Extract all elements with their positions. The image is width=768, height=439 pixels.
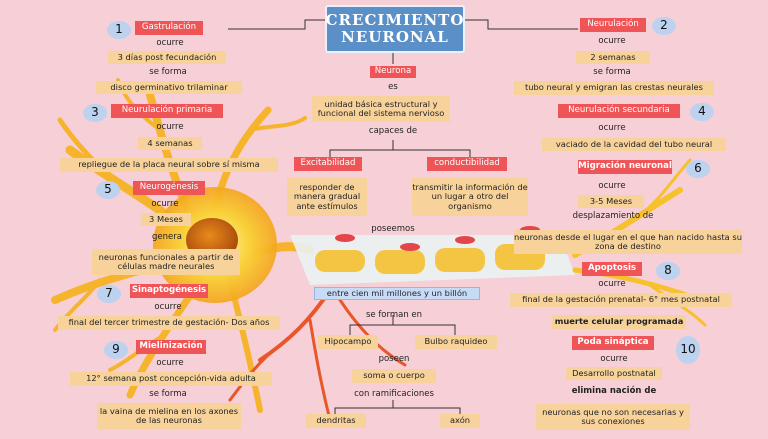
stage-2-se-forma: se forma (593, 66, 631, 77)
stage-4-number: 4 (690, 103, 714, 121)
stage-6-result: neuronas desde el lugar en el que han na… (514, 230, 742, 254)
stage-7-ocurre: ocurre (154, 301, 182, 312)
stage-7-when: final del tercer trimestre de gestación-… (58, 316, 280, 330)
excitabilidad-desc: responder de manera gradual ante estímul… (287, 178, 367, 216)
map-title: CRECIMIENTO NEURONAL (325, 5, 465, 53)
stage-1-result: disco germinativo trilaminar (96, 81, 242, 94)
conductibilidad-desc: transmitir la información de un lugar a … (412, 178, 528, 216)
stage-6-number: 6 (686, 160, 710, 178)
capaces-connector: capaces de (368, 126, 418, 137)
connector-lines (228, 19, 578, 414)
stage-5-name: Neurogénesis (133, 181, 205, 195)
stage-9-number: 9 (104, 341, 128, 359)
stage-2-name: Neurulación (580, 18, 646, 32)
neurona-label: Neurona (370, 66, 416, 78)
stage-3-name: Neurulación primaria (111, 104, 223, 118)
stage-10-name: Poda sináptica (572, 336, 654, 350)
stage-2-when: 2 semanas (576, 51, 650, 64)
stage-8-name: Apoptosis (582, 262, 642, 276)
stage-6-name: Migración neuronal (578, 160, 672, 174)
stage-1-se-forma: se forma (149, 66, 187, 77)
es-connector: es (388, 82, 398, 93)
stage-9-se-forma: se forma (149, 388, 187, 399)
stage-5-number: 5 (96, 181, 120, 199)
neuron-count: entre cien mil millones y un billón (314, 287, 480, 300)
stage-3-ocurre: ocurre (156, 121, 184, 132)
stage-6-when: 3-5 Meses (578, 195, 644, 208)
stage-1-when: 3 días post fecundación (108, 51, 226, 64)
stage-7-name: Sinaptogénesis (130, 284, 208, 298)
excitabilidad-label: Excitabilidad (294, 157, 362, 171)
stage-9-result: la vaina de mielina en los axones de las… (97, 403, 241, 429)
soma-label: soma o cuerpo (352, 369, 436, 383)
neurona-definition: unidad básica estructural y funcional de… (312, 96, 450, 122)
stage-6-ocurre: ocurre (598, 180, 626, 191)
stage-5-genera: genera (152, 231, 182, 242)
stage-5-ocurre: ocurre (151, 198, 179, 209)
ramificaciones-connector: con ramificaciones (354, 389, 434, 400)
stage-8-when: final de la gestación prenatal- 6° mes p… (510, 293, 732, 307)
stage-2-number: 2 (652, 17, 676, 35)
stage-3-when: 4 semanas (138, 137, 202, 150)
stage-5-when: 3 Meses (141, 213, 191, 226)
stage-4-ocurre: ocurre (598, 122, 626, 133)
stage-4-name: Neurulación secundaria (558, 104, 680, 118)
stage-8-number: 8 (656, 262, 680, 280)
stage-9-ocurre: ocurre (156, 357, 184, 368)
stage-10-result: neuronas que no son necesarias y sus con… (536, 404, 690, 430)
se-forman-connector: se forman en (365, 310, 423, 321)
stage-10-number: 10 (676, 336, 700, 364)
stage-10-elimination: elimina nación de (571, 385, 657, 396)
poseemos-connector: poseemos (371, 224, 415, 235)
stage-10-ocurre: ocurre (600, 353, 628, 364)
hipocampo-label: Hipocampo (318, 335, 378, 349)
stage-9-name: Mielinización (136, 340, 206, 354)
stage-1-name: Gastrulación (135, 21, 203, 35)
stage-3-result: repliegue de la placa neural sobre sí mi… (60, 158, 278, 172)
bulbo-label: Bulbo raquideo (415, 335, 497, 349)
stage-10-when: Desarrollo postnatal (566, 367, 662, 380)
stage-2-ocurre: ocurre (598, 35, 626, 46)
stage-9-when: 12° semana post concepción-vida adulta (70, 372, 272, 386)
stage-5-result: neuronas funcionales a partir de células… (92, 249, 240, 275)
stage-2-result: tubo neural y emigran las crestas neural… (514, 81, 714, 95)
stage-1-number: 1 (107, 21, 131, 39)
conductibilidad-label: conductibilidad (427, 157, 507, 171)
poseen-connector: poseen (378, 354, 410, 365)
stage-7-number: 7 (97, 285, 121, 303)
stage-8-ocurre: ocurre (598, 278, 626, 289)
stage-4-result: vaciado de la cavidad del tubo neural (542, 138, 726, 151)
stage-1-ocurre: ocurre (156, 37, 184, 48)
axon-label: axón (440, 414, 480, 428)
stage-6-desplazamiento: desplazamiento de (572, 210, 654, 221)
dendritas-label: dendritas (306, 414, 366, 428)
stage-8-result: muerte celular programada (552, 315, 686, 329)
stage-3-number: 3 (83, 104, 107, 122)
